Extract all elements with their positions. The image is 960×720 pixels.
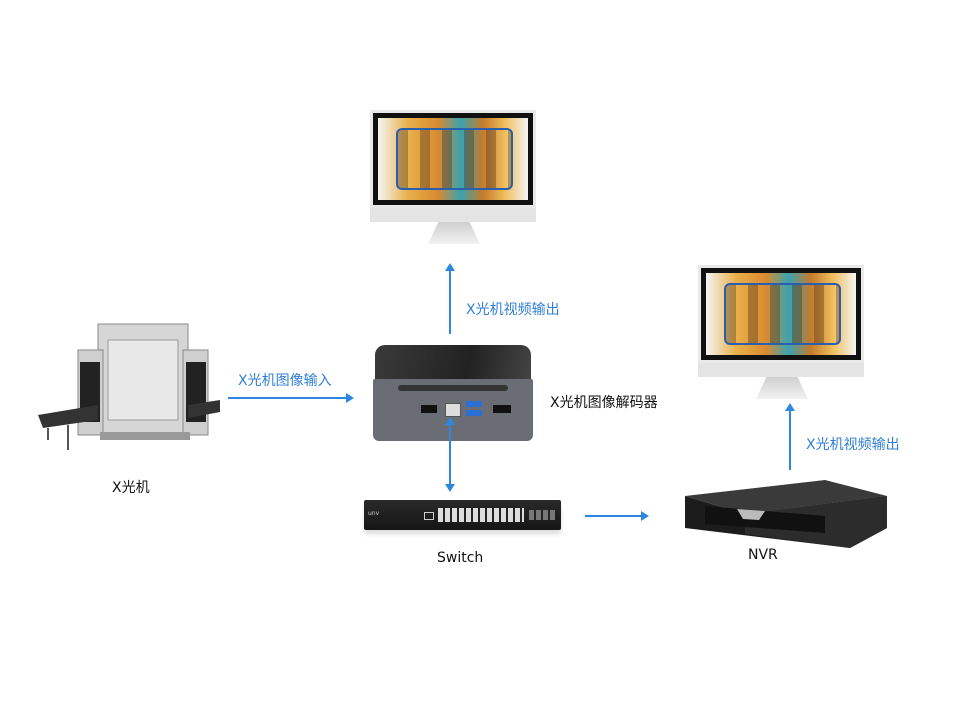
xray-label: X光机 bbox=[112, 480, 150, 496]
switch-brand: unv bbox=[368, 510, 380, 517]
nvr-device bbox=[685, 480, 887, 548]
xray-machine-icon bbox=[38, 323, 220, 450]
arrow-input bbox=[228, 393, 354, 403]
video-out-right-label: X光机视频输出 bbox=[806, 437, 900, 453]
arrow-video-out-top bbox=[445, 263, 455, 334]
arrow-video-out-right bbox=[785, 403, 795, 470]
monitor-top bbox=[370, 110, 536, 246]
ethernet-port bbox=[445, 403, 461, 417]
arrow-switch-nvr bbox=[585, 511, 649, 521]
arrow-decoder-switch bbox=[445, 417, 455, 492]
xray-input-label: X光机图像输入 bbox=[238, 373, 332, 389]
decoder-device bbox=[373, 345, 533, 441]
monitor-right bbox=[698, 265, 864, 401]
video-out-top-label: X光机视频输出 bbox=[466, 302, 560, 318]
nvr-label: NVR bbox=[748, 547, 778, 563]
decoder-label: X光机图像解码器 bbox=[550, 395, 658, 411]
switch-device: unv bbox=[364, 500, 561, 530]
switch-label: Switch bbox=[437, 550, 484, 566]
